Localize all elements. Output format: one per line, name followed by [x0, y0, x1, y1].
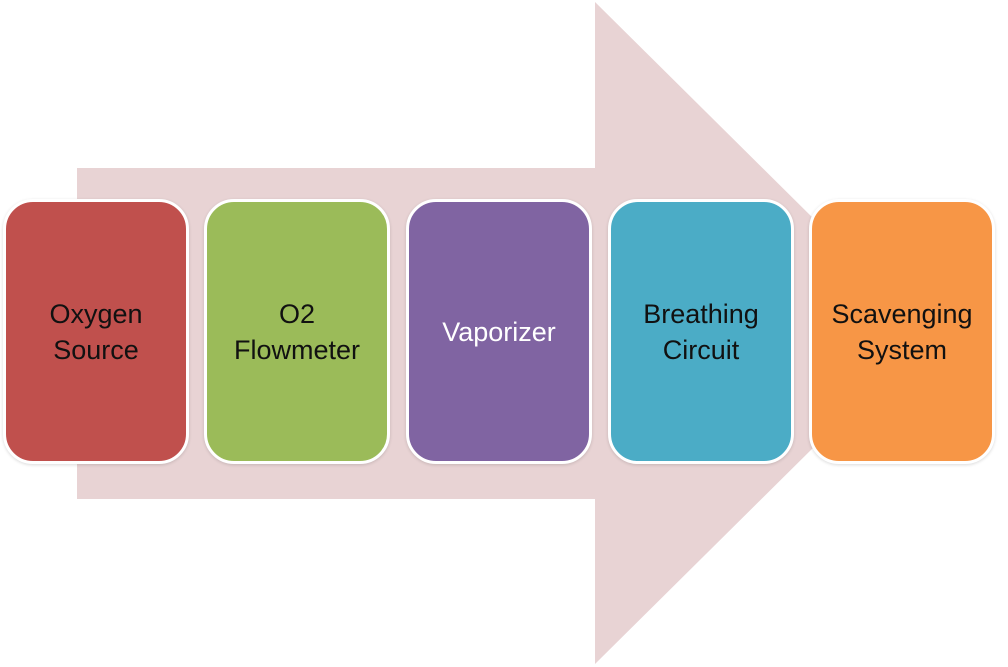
step-label: Oxygen Source	[49, 298, 143, 365]
step-breathing-circuit: Breathing Circuit	[608, 199, 794, 464]
step-label: Breathing Circuit	[643, 298, 759, 365]
step-label: O2 Flowmeter	[233, 298, 361, 365]
step-label: Vaporizer	[442, 316, 556, 347]
step-oxygen-source: Oxygen Source	[3, 199, 189, 464]
step-scavenging-system: Scavenging System	[809, 199, 995, 464]
step-label: Scavenging System	[831, 298, 973, 365]
step-o2-flowmeter: O2 Flowmeter	[204, 199, 390, 464]
step-vaporizer: Vaporizer	[406, 199, 592, 464]
